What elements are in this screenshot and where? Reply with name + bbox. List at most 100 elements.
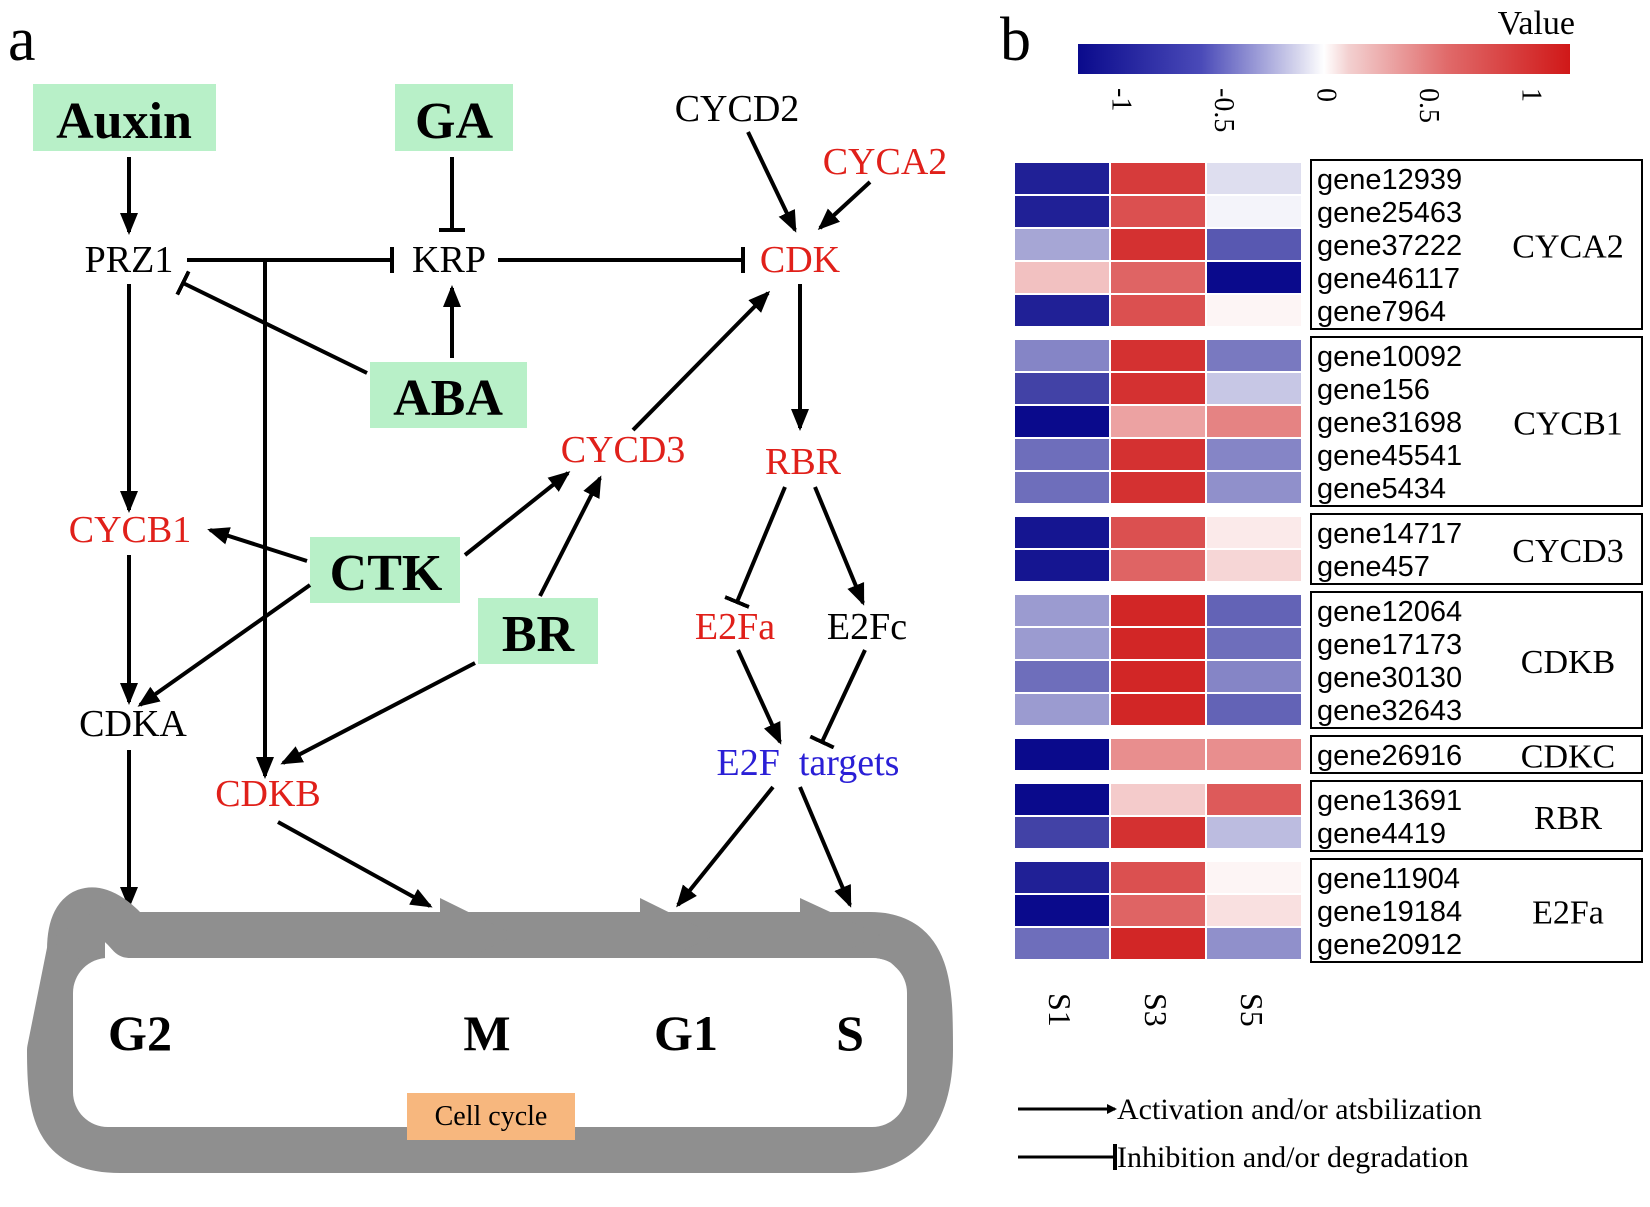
colorbar-tick-label: 0.5 <box>1413 88 1444 123</box>
panel-a: a Auxin GA ABA CTK BR CYCD2 CYCA2 PRZ1 K… <box>8 6 953 1173</box>
heatmap-cell <box>1111 406 1205 437</box>
legend-inhibition-text: Inhibition and/or degradation <box>1117 1141 1469 1174</box>
edge-ctk-cycb1 <box>207 527 308 563</box>
heatmap-cell <box>1015 928 1109 959</box>
heatmap-cell <box>1207 928 1301 959</box>
heatmap-cell <box>1111 373 1205 404</box>
heatmap-cell <box>1015 373 1109 404</box>
gene-group-label: CDKC <box>1521 739 1615 776</box>
heatmap-cell <box>1015 295 1109 326</box>
heatmap-cell <box>1111 550 1205 581</box>
heatmap-cell <box>1111 595 1205 626</box>
heatmap <box>1015 163 1301 959</box>
cycle-arrow-g1 <box>640 898 715 972</box>
heatmap-cell <box>1207 661 1301 692</box>
heatmap-cell <box>1111 694 1205 725</box>
gene-group-label: E2Fa <box>1532 895 1604 932</box>
hormone-label-ga: GA <box>415 93 493 150</box>
gene-label: gene32643 <box>1317 695 1462 727</box>
heatmap-cell <box>1111 196 1205 227</box>
heatmap-cell <box>1111 439 1205 470</box>
hormone-ctk: CTK <box>310 537 460 603</box>
node-prz1: PRZ1 <box>85 239 174 281</box>
gene-group-box <box>1310 858 1643 963</box>
heatmap-cell <box>1207 694 1301 725</box>
gene-label: gene12064 <box>1317 596 1462 628</box>
edge-cyca2-cdk <box>817 180 872 231</box>
panel-a-letter: a <box>8 6 36 74</box>
node-rbr: RBR <box>765 441 842 483</box>
phase-m: M <box>463 1005 510 1061</box>
node-krp: KRP <box>412 239 486 281</box>
hormone-auxin: Auxin <box>33 84 216 151</box>
heatmap-cell <box>1111 340 1205 371</box>
arrow-legend: Activation and/or atsbilization Inhibiti… <box>1018 1093 1482 1174</box>
node-cdk: CDK <box>760 239 841 281</box>
edge-aba-prz1 <box>175 270 368 375</box>
colorbar-tick-label: 0 <box>1311 88 1342 102</box>
heatmap-cell <box>1207 340 1301 371</box>
heatmap-cell <box>1207 628 1301 659</box>
legend-activation-text: Activation and/or atsbilization <box>1117 1093 1482 1126</box>
colorbar-title: Value <box>1498 5 1575 42</box>
heatmap-cell <box>1015 739 1109 770</box>
heatmap-cell <box>1015 439 1109 470</box>
gene-label: gene30130 <box>1317 662 1462 694</box>
gene-group-box <box>1310 159 1643 330</box>
gene-label: gene156 <box>1317 374 1430 406</box>
hormone-aba: ABA <box>370 362 527 428</box>
gene-group-box <box>1310 591 1643 729</box>
heatmap-cell <box>1111 295 1205 326</box>
column-label: S1 <box>1042 993 1078 1027</box>
heatmap-cell <box>1111 862 1205 893</box>
edge-cycd2-cdk <box>746 131 797 233</box>
heatmap-cell <box>1207 472 1301 503</box>
gene-label: gene17173 <box>1317 629 1462 661</box>
edges <box>120 131 872 909</box>
cell-cycle-label: Cell cycle <box>407 1093 575 1140</box>
heatmap-cell <box>1015 784 1109 815</box>
gene-label: gene25463 <box>1317 197 1462 229</box>
cycle-arrow-s <box>800 898 880 972</box>
phase-g2: G2 <box>108 1005 172 1061</box>
heatmap-cell <box>1015 262 1109 293</box>
heatmap-cell <box>1207 229 1301 260</box>
gene-group-label: CYCB1 <box>1513 406 1623 443</box>
column-label: S5 <box>1234 993 1270 1027</box>
heatmap-cell <box>1207 895 1301 926</box>
hormone-box-auxin <box>33 84 216 151</box>
cell-cycle-ring <box>27 887 953 1173</box>
panel-b-letter: b <box>1000 6 1031 74</box>
cell-cycle-label-text: Cell cycle <box>435 1101 548 1132</box>
heatmap-cell <box>1015 661 1109 692</box>
gene-group-label: CYCA2 <box>1512 229 1623 266</box>
edge-br-cdkb <box>280 661 476 765</box>
hormone-box-br <box>478 598 598 664</box>
cycle-arrow-m <box>440 898 515 972</box>
edge-cdkb-m <box>277 820 433 908</box>
gene-label: gene45541 <box>1317 440 1462 472</box>
colorbar-tick-label: -0.5 <box>1208 88 1239 132</box>
heatmap-cell <box>1207 550 1301 581</box>
heatmap-cell <box>1015 517 1109 548</box>
heatmap-cell <box>1111 262 1205 293</box>
heatmap-cell <box>1207 196 1301 227</box>
heatmap-cell <box>1111 628 1205 659</box>
edge-targets-g1 <box>676 785 775 908</box>
heatmap-cell <box>1207 163 1301 194</box>
gene-label: gene37222 <box>1317 230 1462 262</box>
edge-targets-s <box>798 786 852 908</box>
heatmap-cell <box>1015 628 1109 659</box>
edge-e2fc-targets <box>809 649 867 750</box>
gene-label: gene11904 <box>1317 863 1460 895</box>
heatmap-cell <box>1015 550 1109 581</box>
node-cdka: CDKA <box>79 703 187 745</box>
edge-rbr-e2fa <box>724 486 787 609</box>
hormone-box-aba <box>370 362 527 428</box>
phase-s: S <box>836 1005 864 1061</box>
heatmap-cell <box>1111 229 1205 260</box>
gene-group-label: CYCD3 <box>1512 533 1623 570</box>
hormone-label-ctk: CTK <box>330 545 443 602</box>
